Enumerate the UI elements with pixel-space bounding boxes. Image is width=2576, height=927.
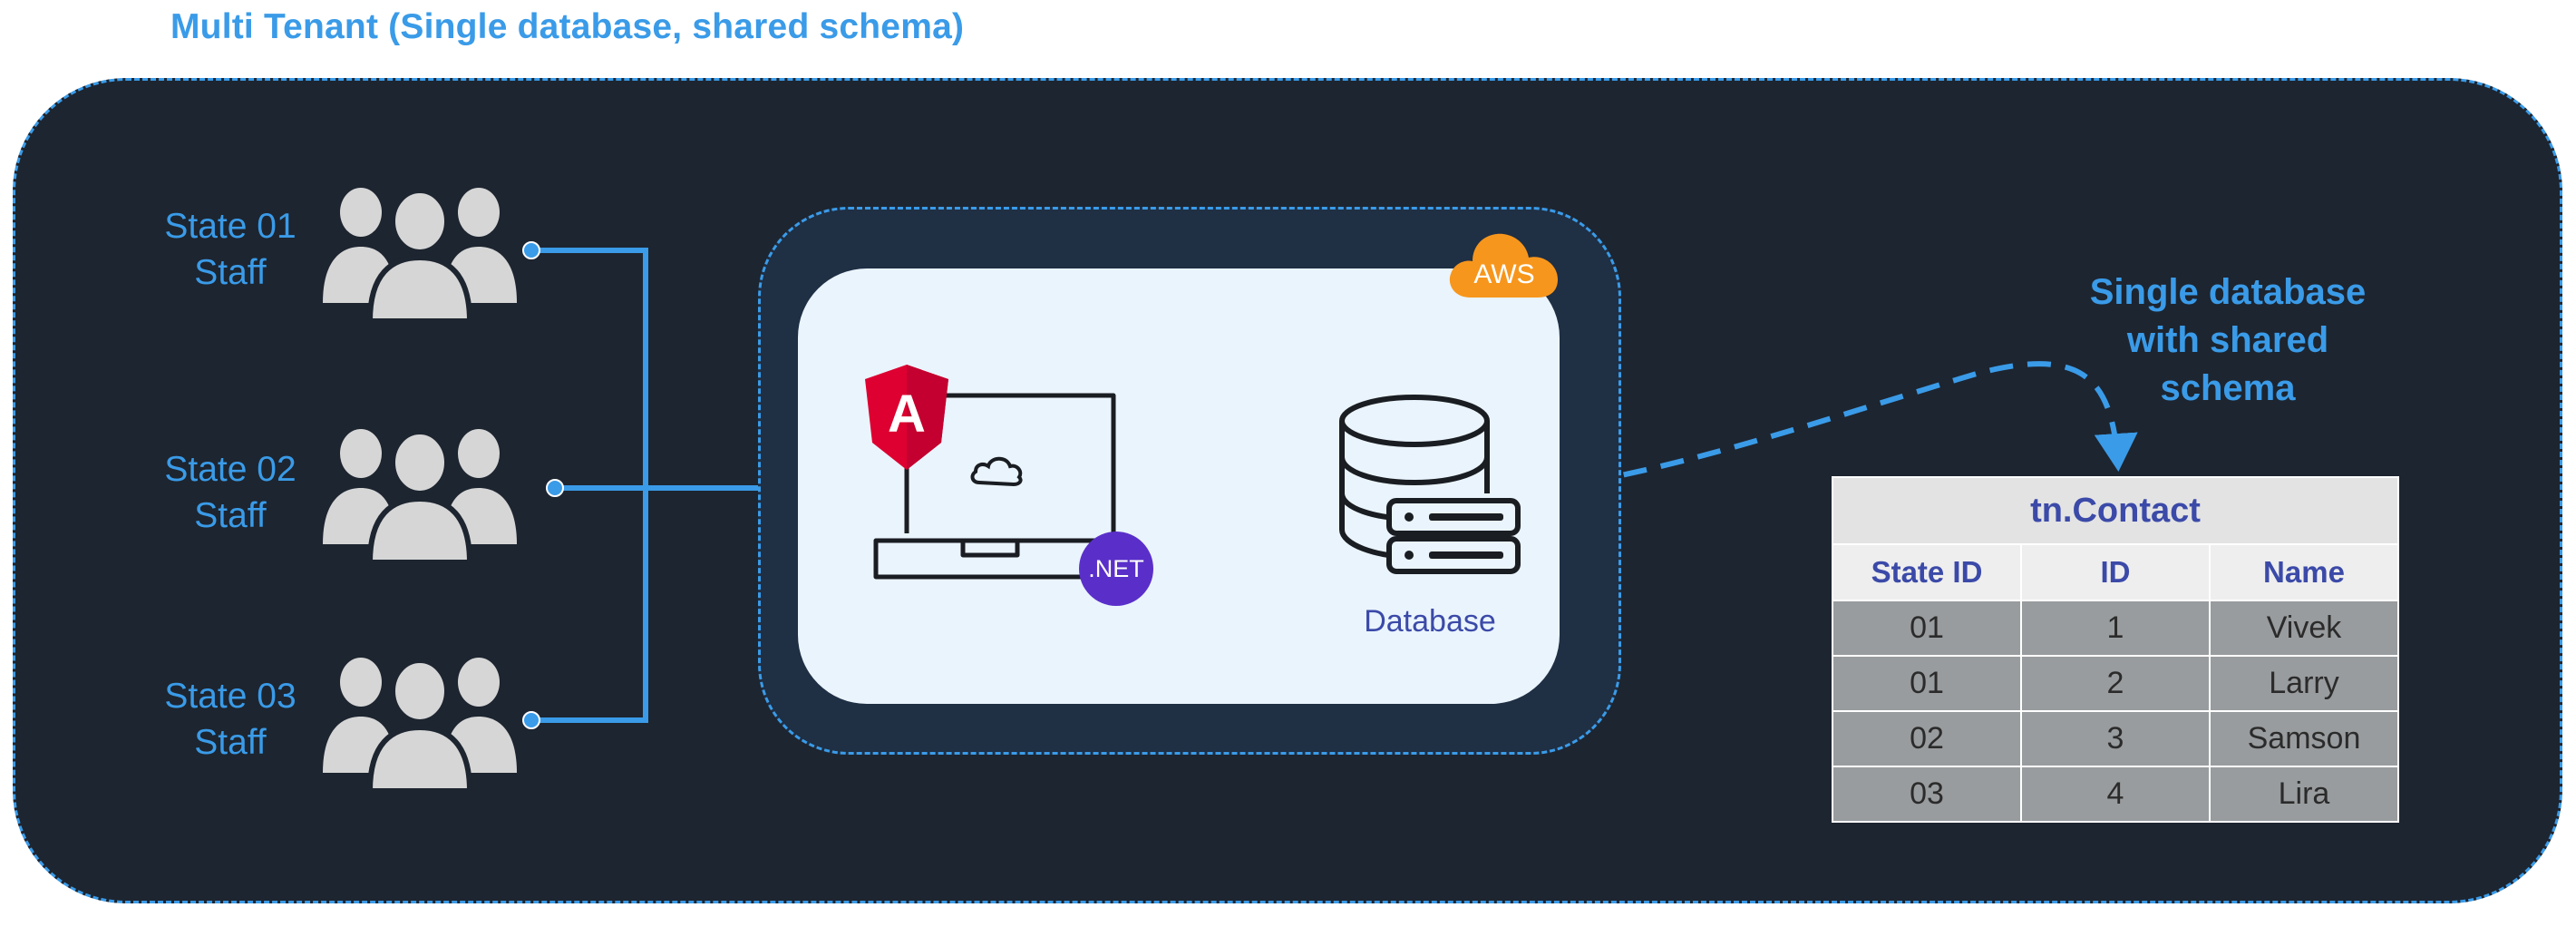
- angular-letter: A: [888, 385, 926, 444]
- dotnet-badge: .NET: [1079, 532, 1153, 606]
- staff-label-state03: State 03 Staff: [164, 677, 296, 762]
- table-cell: 01: [1832, 655, 2022, 712]
- table-cell: 4: [2020, 766, 2211, 823]
- cloud-icon: [970, 456, 1023, 487]
- database-label: Database: [1364, 604, 1496, 639]
- aws-cloud-icon: AWS: [1449, 233, 1558, 298]
- table-cell: 2: [2020, 655, 2211, 712]
- aws-badge-text: AWS: [1473, 259, 1534, 289]
- table-cell: Vivek: [2209, 600, 2399, 657]
- table-row: 03 4 Lira: [1832, 766, 2399, 823]
- table-cell: 3: [2020, 710, 2211, 767]
- staff-label-state01: State 01 Staff: [164, 207, 296, 292]
- table-row: 01 2 Larry: [1832, 655, 2399, 712]
- table-cell: Samson: [2209, 710, 2399, 767]
- table-cell: 1: [2020, 600, 2211, 657]
- angular-logo: A: [865, 365, 948, 470]
- connector-dot-03: [522, 711, 540, 729]
- users-group-icon: [323, 188, 517, 321]
- table-cell: 03: [1832, 766, 2022, 823]
- table-cell: 02: [1832, 710, 2022, 767]
- table-cell: Lira: [2209, 766, 2399, 823]
- table-name: tn.Contact: [1832, 476, 2399, 545]
- users-group-icon: [323, 658, 517, 791]
- page-title: Multi Tenant (Single database, shared sc…: [170, 7, 965, 46]
- table-cell: 01: [1832, 600, 2022, 657]
- database-icon: [1339, 395, 1521, 574]
- column-header: Name: [2209, 543, 2399, 601]
- connector-db-table: [1543, 361, 2138, 506]
- contact-table: tn.Contact State ID ID Name 01 1 Vivek 0…: [1832, 476, 2399, 823]
- column-header: ID: [2020, 543, 2211, 601]
- schema-note: Single database with shared schema: [2089, 272, 2367, 408]
- staff-label-state02: State 02 Staff: [164, 450, 296, 535]
- table-cell: Larry: [2209, 655, 2399, 712]
- table-row: 01 1 Vivek: [1832, 600, 2399, 657]
- connector-dot-02: [546, 479, 564, 497]
- connector-dot-01: [522, 241, 540, 259]
- users-group-icon: [323, 429, 517, 562]
- table-row: 02 3 Samson: [1832, 710, 2399, 767]
- aws-cloud-area: [798, 268, 1560, 704]
- column-header: State ID: [1832, 543, 2022, 601]
